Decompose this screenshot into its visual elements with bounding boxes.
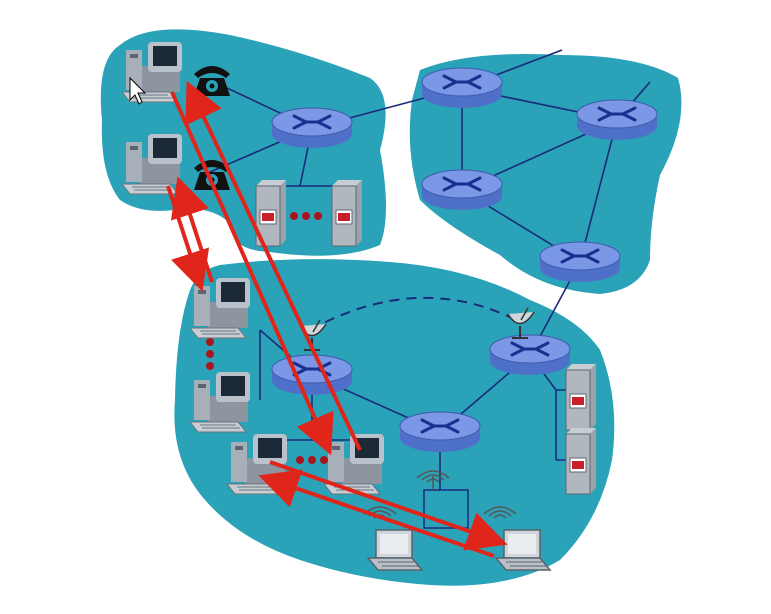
router-icon	[270, 106, 354, 150]
router-icon	[538, 240, 622, 284]
mouse-cursor-icon	[129, 76, 147, 105]
router-icon	[398, 410, 482, 454]
host-ellipsis	[206, 338, 328, 464]
flow-host-top-1-to-host-bottom-2	[170, 80, 362, 456]
router-icon	[420, 66, 504, 110]
server-ellipsis	[290, 212, 322, 220]
flow-host-bottom-1-to-laptop-2	[258, 460, 508, 558]
router-icon	[575, 98, 659, 142]
router-icon	[420, 168, 504, 212]
server-icon	[331, 179, 363, 247]
telephone-icon	[194, 66, 230, 96]
router-icon	[270, 353, 354, 397]
server-icon	[565, 427, 597, 495]
server-icon	[565, 363, 597, 431]
wireless-access-point-icon	[416, 470, 469, 529]
router-icon	[488, 333, 572, 377]
flow-host-top-2-to-host-mid-1	[166, 176, 214, 292]
